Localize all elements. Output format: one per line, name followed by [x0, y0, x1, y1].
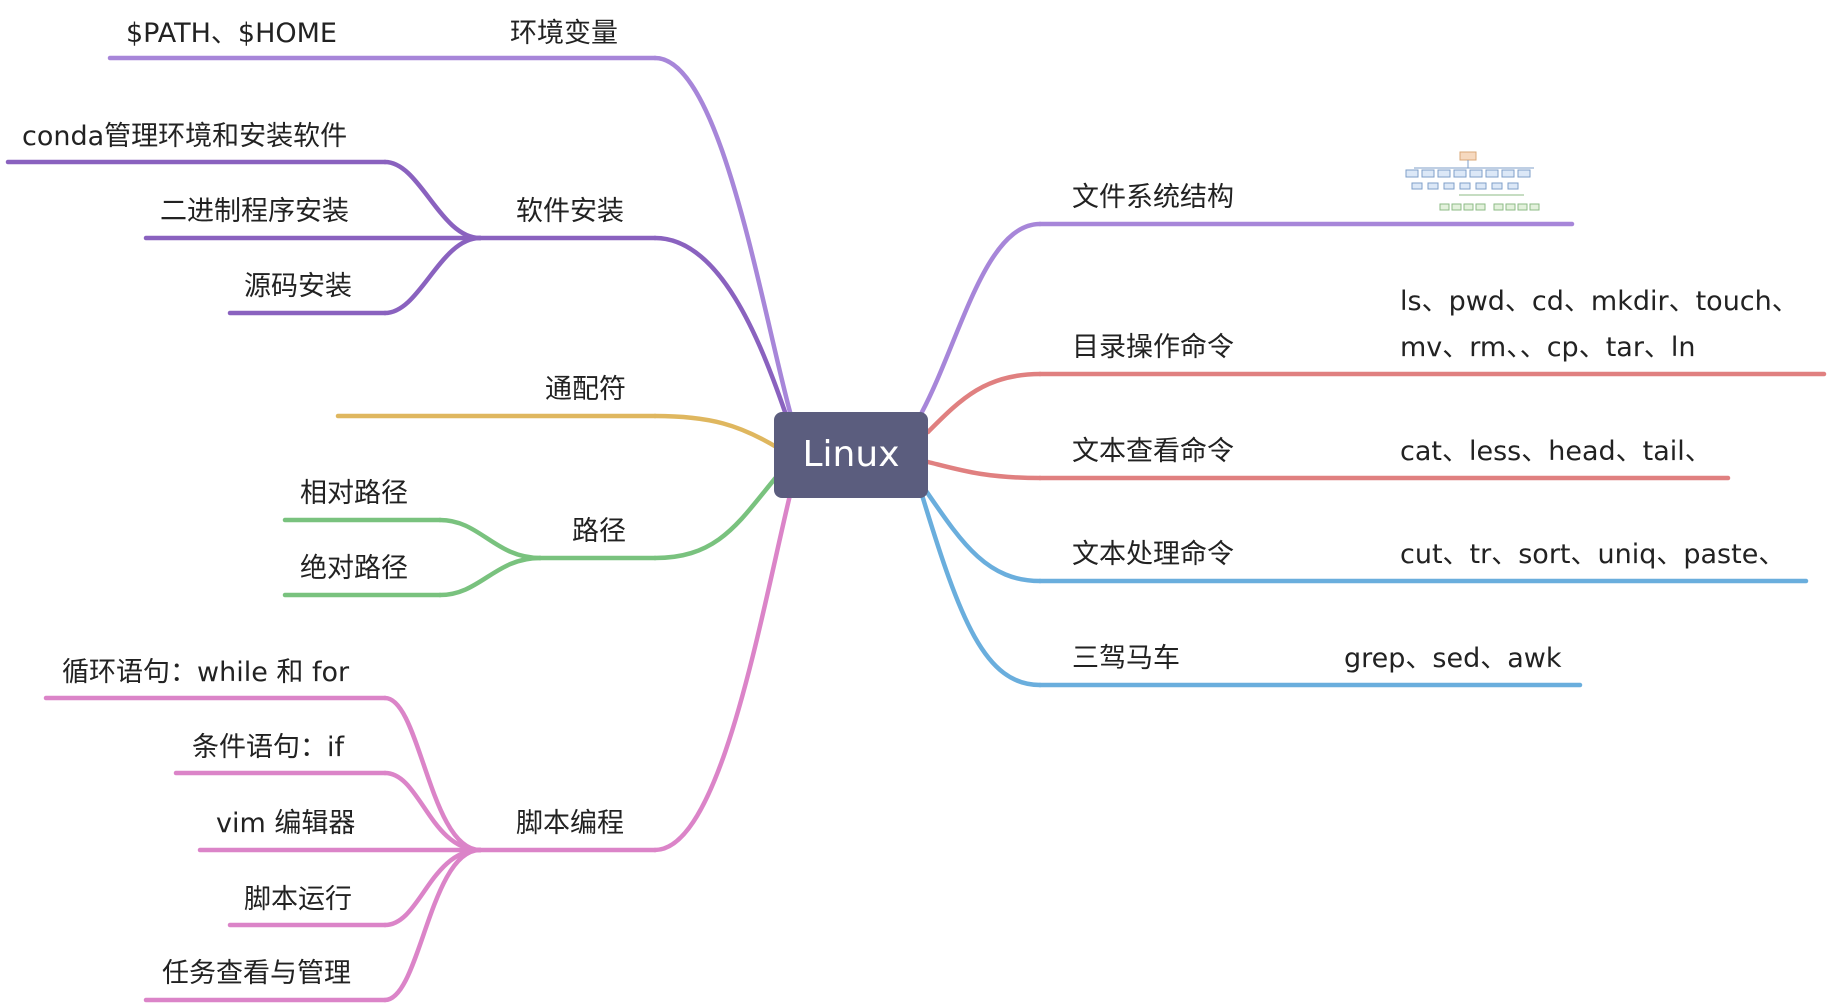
node-path-child-1[interactable]: 相对路径: [300, 478, 408, 509]
node-software-child-2[interactable]: 二进制程序安装: [160, 196, 349, 227]
root-node[interactable]: Linux: [774, 412, 928, 498]
node-script[interactable]: 脚本编程: [516, 808, 624, 839]
branch-env: 环境变量 $PATH、$HOME: [107, 18, 793, 415]
branch-process: 文本处理命令 cut、tr、sort、uniq、paste、: [919, 482, 1809, 584]
node-trio-detail[interactable]: grep、sed、awk: [1344, 643, 1562, 674]
edge-path-child-2: [437, 555, 543, 598]
node-script-child-1[interactable]: 循环语句：while 和 for: [62, 657, 350, 688]
branch-view: 文本查看命令 cat、less、head、tail、: [925, 436, 1731, 481]
node-process-detail[interactable]: cut、tr、sort、uniq、paste、: [1400, 539, 1785, 570]
edge-root-fs: [919, 221, 1043, 415]
branch-trio: 三驾马车 grep、sed、awk: [919, 492, 1583, 688]
filesystem-tree-thumbnail[interactable]: [1405, 151, 1540, 211]
root-node-box[interactable]: [774, 412, 928, 498]
node-dir-detail-line1[interactable]: ls、pwd、cd、mkdir、touch、: [1400, 286, 1799, 317]
node-script-child-4[interactable]: 脚本运行: [244, 884, 352, 915]
node-script-child-2[interactable]: 条件语句：if: [192, 732, 346, 763]
node-script-child-5[interactable]: 任务查看与管理: [162, 958, 351, 989]
node-process[interactable]: 文本处理命令: [1072, 539, 1234, 570]
edge-path-child-1: [437, 517, 543, 561]
node-path-child-2[interactable]: 绝对路径: [300, 553, 408, 584]
root-node-label: Linux: [803, 434, 900, 475]
node-fs[interactable]: 文件系统结构: [1072, 182, 1234, 213]
edge-root-view: [925, 459, 1043, 481]
node-software-child-3[interactable]: 源码安装: [244, 271, 352, 302]
edge-script-child-2: [382, 770, 483, 853]
edge-root-path: [652, 472, 781, 561]
branch-fs: 文件系统结构: [919, 151, 1575, 415]
node-software-child-1[interactable]: conda管理环境和安装软件: [22, 121, 347, 152]
node-trio[interactable]: 三驾马车: [1072, 643, 1180, 674]
branch-dir: 目录操作命令 ls、pwd、cd、mkdir、touch、 mv、rm、、cp、…: [925, 286, 1827, 435]
node-env-child-1[interactable]: $PATH、$HOME: [126, 18, 337, 49]
branch-wildcard: 通配符: [335, 374, 781, 451]
node-wildcard[interactable]: 通配符: [545, 374, 626, 405]
edge-root-env: [652, 55, 793, 415]
branch-path: 路径 相对路径 绝对路径: [282, 472, 781, 598]
node-path[interactable]: 路径: [572, 516, 626, 547]
edge-script-child-1: [382, 695, 483, 853]
node-script-child-3[interactable]: vim 编辑器: [216, 808, 355, 839]
node-software[interactable]: 软件安装: [516, 196, 624, 227]
node-view[interactable]: 文本查看命令: [1072, 436, 1234, 467]
edge-root-software: [652, 235, 788, 415]
edge-root-wildcard: [652, 413, 781, 451]
edge-root-process: [919, 482, 1043, 584]
node-dir[interactable]: 目录操作命令: [1072, 332, 1234, 363]
node-dir-detail-line2[interactable]: mv、rm、、cp、tar、ln: [1400, 332, 1696, 363]
node-env[interactable]: 环境变量: [510, 18, 618, 49]
edge-root-script: [652, 492, 793, 853]
node-view-detail[interactable]: cat、less、head、tail、: [1400, 436, 1712, 467]
edge-software-child-1: [382, 159, 483, 241]
edge-root-trio: [919, 492, 1043, 688]
edge-root-dir: [925, 371, 1043, 435]
edge-software-child-3: [382, 235, 483, 316]
edge-script-child-5: [382, 847, 483, 1003]
branch-software: 软件安装 conda管理环境和安装软件 二进制程序安装 源码安装: [5, 121, 788, 415]
branch-script: 脚本编程 循环语句：while 和 for 条件语句：if vim 编辑器 脚本…: [43, 492, 793, 1003]
